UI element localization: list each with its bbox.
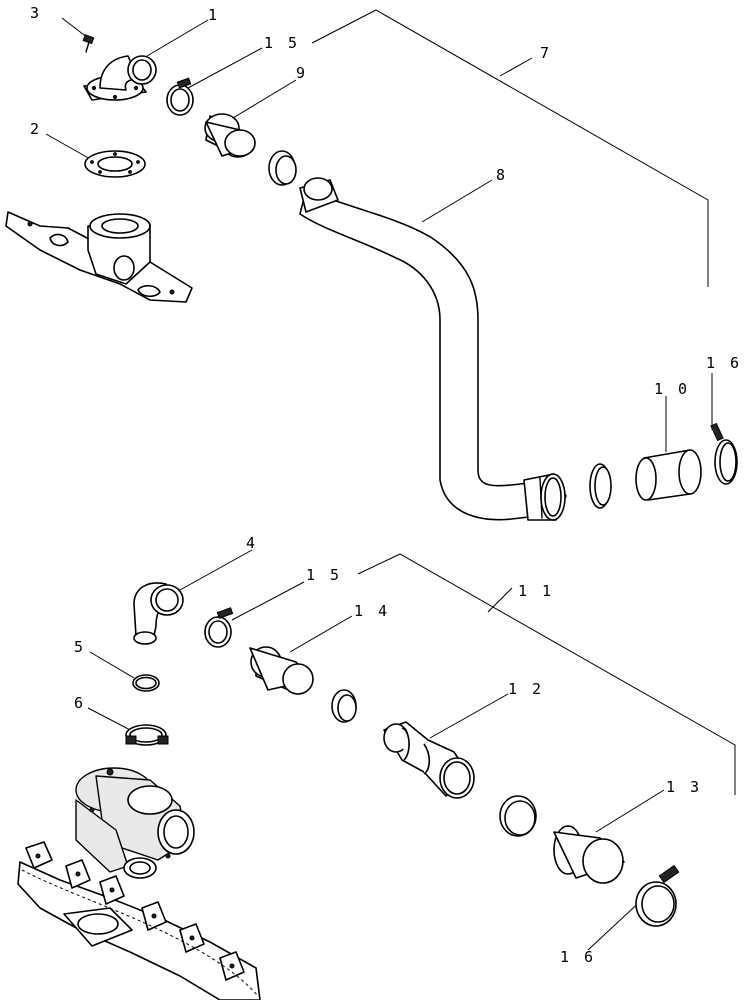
turbocharger-assembly xyxy=(75,767,195,879)
callout-16-upper: 1 6 xyxy=(706,354,742,372)
seal-ring-lower-mid xyxy=(331,689,357,723)
sleeve-part-13 xyxy=(553,825,625,884)
callout-7: 7 xyxy=(540,44,552,62)
callout-1: 1 xyxy=(208,6,220,24)
elbow-flange-part-1 xyxy=(83,55,157,101)
hose-clamp-part-15-upper xyxy=(166,77,194,116)
callout-5: 5 xyxy=(74,638,86,656)
hose-clamp-part-16-lower xyxy=(635,864,680,927)
callout-14: 1 4 xyxy=(354,602,390,620)
seal-ring-upper xyxy=(268,150,297,186)
callout-15-lower: 1 5 xyxy=(306,566,342,584)
callout-15-upper: 1 5 xyxy=(264,34,300,52)
sleeve-part-10 xyxy=(635,449,702,501)
o-ring-part-5 xyxy=(132,674,160,692)
bolt-part-3 xyxy=(82,34,95,53)
seal-ring-right xyxy=(589,463,612,509)
gasket-part-2 xyxy=(84,150,146,178)
callout-13: 1 3 xyxy=(666,778,702,796)
sleeve-part-14 xyxy=(249,646,314,695)
callout-10: 1 0 xyxy=(654,380,690,398)
reducer-part-12 xyxy=(383,721,475,799)
v-band-clamp-part-6 xyxy=(125,724,169,746)
exhaust-manifold-lower xyxy=(17,841,261,1000)
callout-8: 8 xyxy=(496,166,508,184)
exhaust-manifold-upper xyxy=(5,211,193,303)
sleeve-part-9 xyxy=(204,113,256,158)
callout-6: 6 xyxy=(74,694,86,712)
seal-ring-lower-right xyxy=(499,795,537,837)
callout-12: 1 2 xyxy=(508,680,544,698)
callout-3: 3 xyxy=(30,4,42,22)
callout-4: 4 xyxy=(246,534,258,552)
leader-lines xyxy=(45,9,736,951)
hose-clamp-part-15-lower xyxy=(204,607,234,648)
callout-9: 9 xyxy=(296,64,308,82)
callout-11: 1 1 xyxy=(518,582,554,600)
long-tube-part-8 xyxy=(299,177,567,521)
hose-clamp-part-16-upper xyxy=(710,422,738,485)
callout-16-lower: 1 6 xyxy=(560,948,596,966)
callout-2: 2 xyxy=(30,120,42,138)
callout-labels: 3 1 1 5 9 7 2 8 1 6 1 0 4 1 5 1 1 1 4 5 … xyxy=(30,4,742,966)
elbow-part-4 xyxy=(133,582,184,645)
